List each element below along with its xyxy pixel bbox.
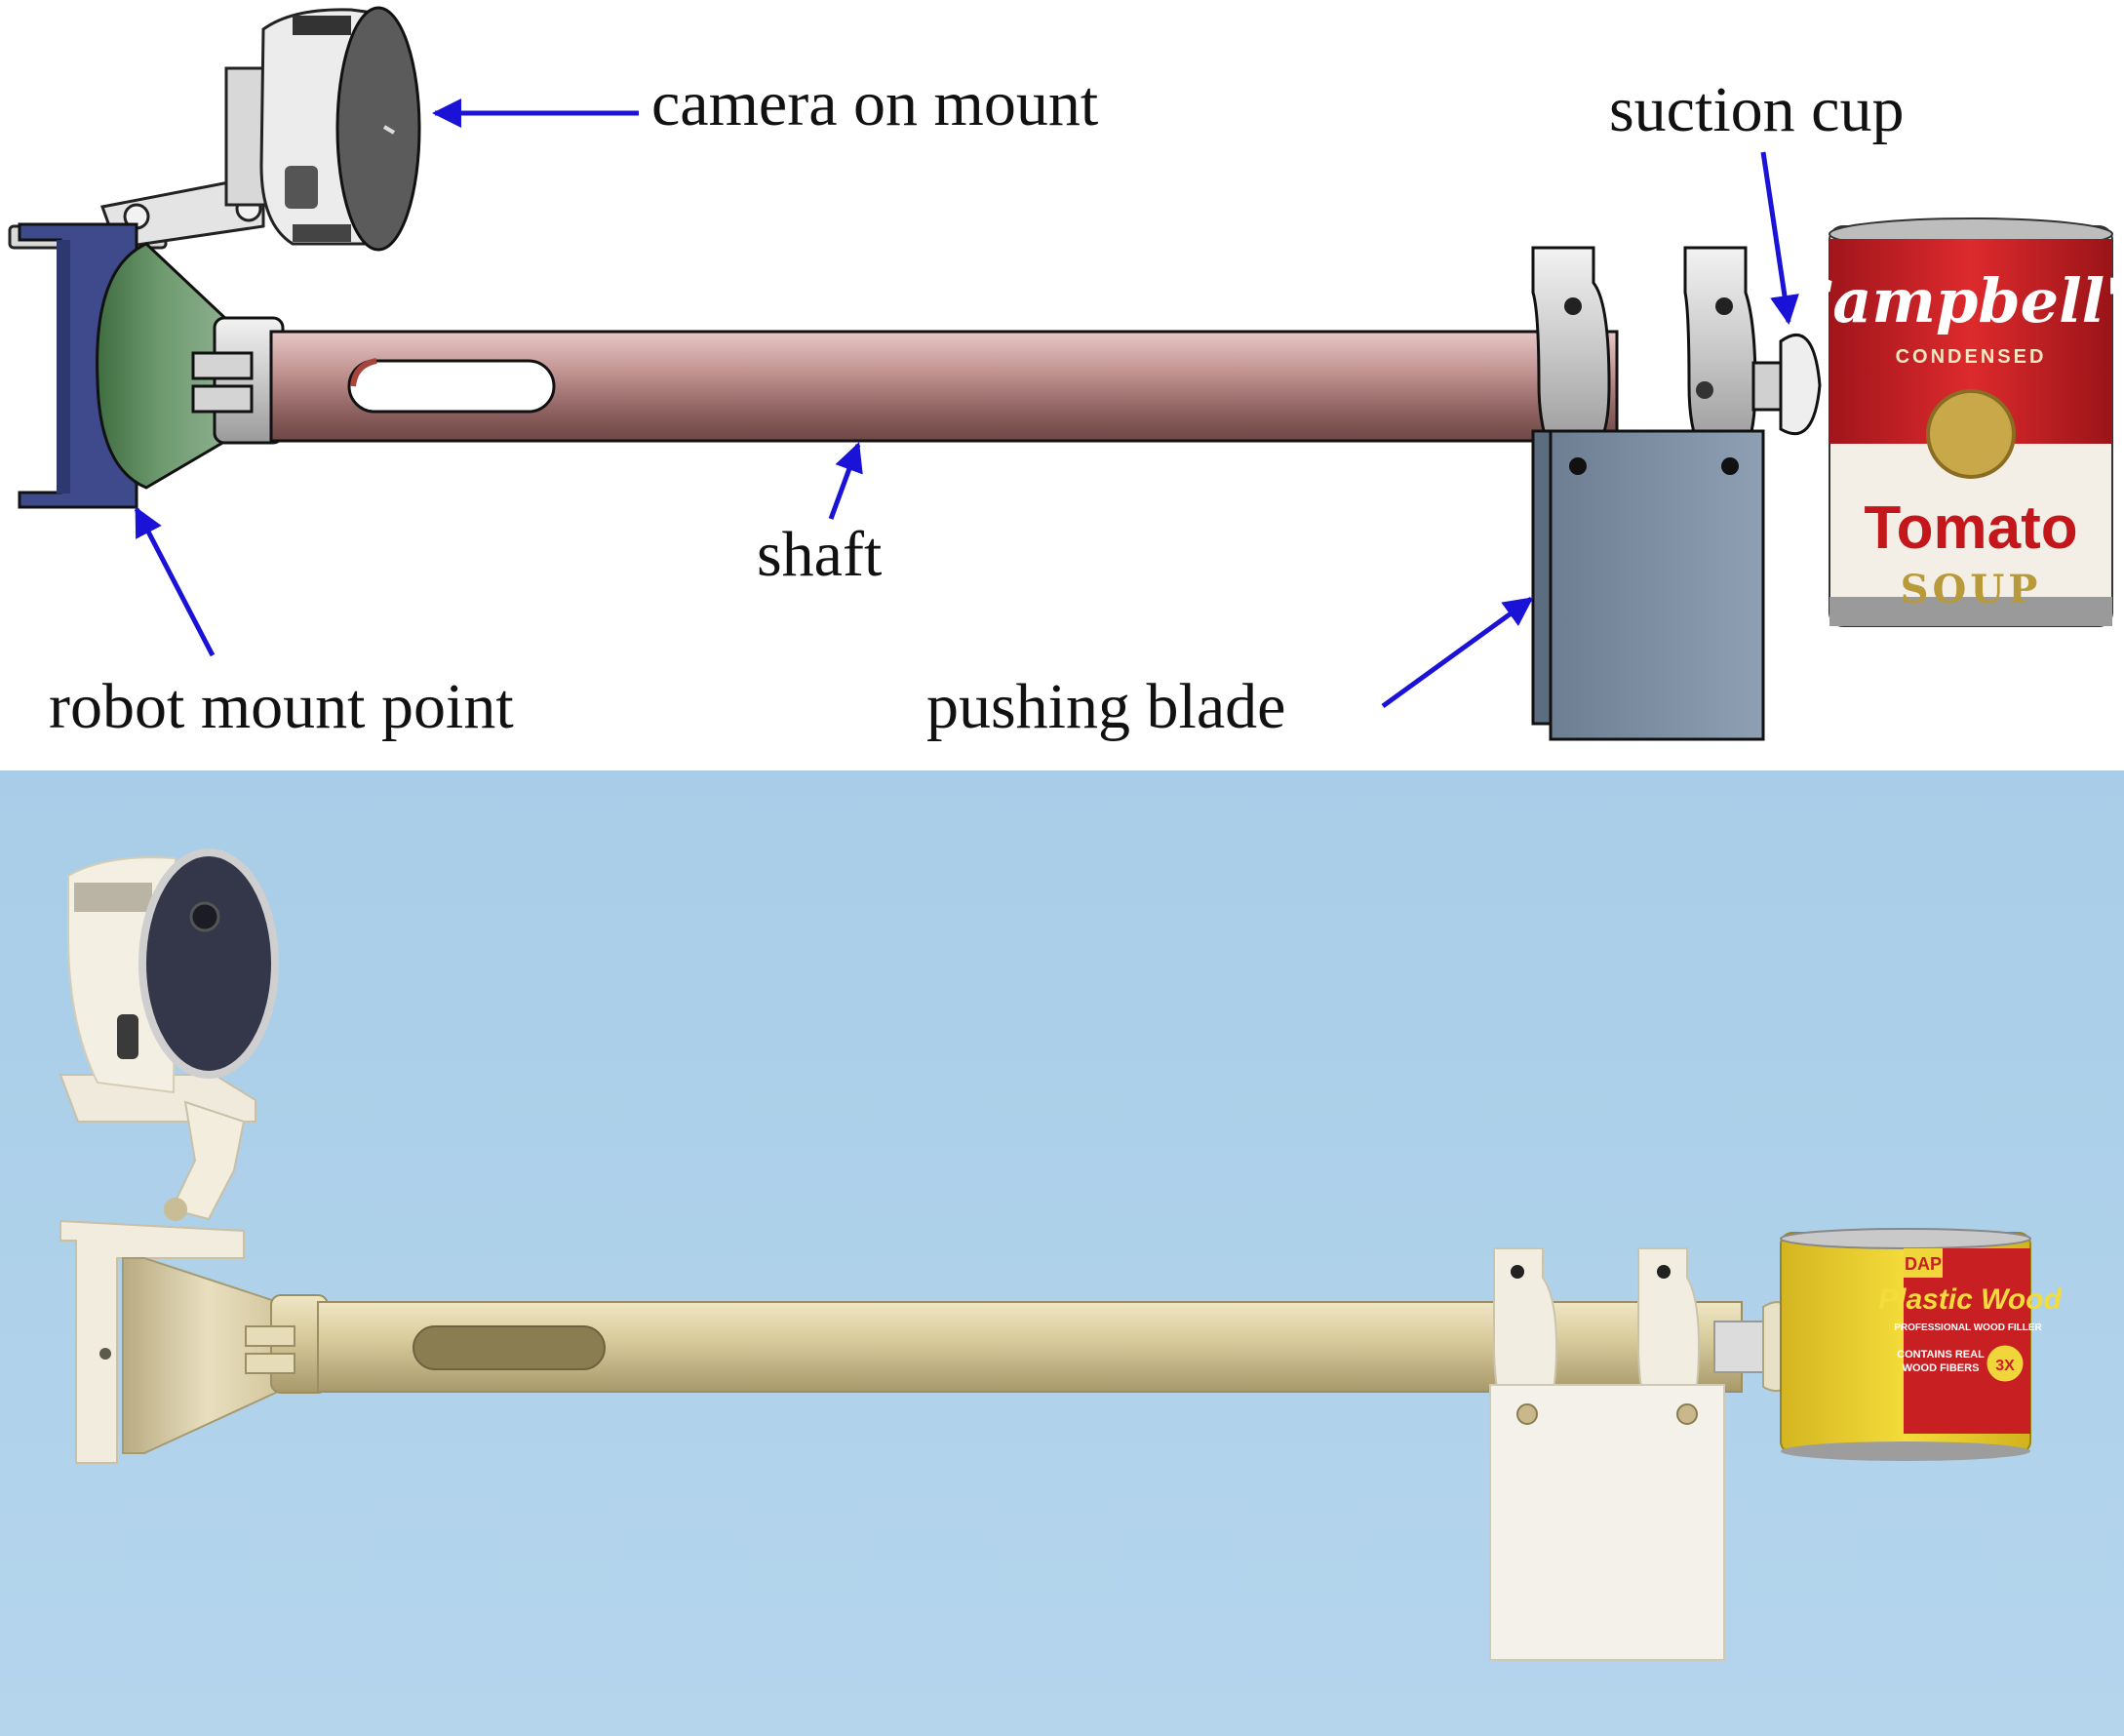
dap-line2: CONTAINS REAL <box>1897 1349 1985 1361</box>
cad-shaft <box>269 330 1619 443</box>
photo-pushing-blade <box>1489 1384 1725 1661</box>
photo-panel: DAP Plastic Wood PROFESSIONAL WOOD FILLE… <box>0 770 2124 1736</box>
photo-dap-can: DAP Plastic Wood PROFESSIONAL WOOD FILLE… <box>1780 1228 2063 1461</box>
cad-camera <box>8 6 421 252</box>
label-suction-cup: suction cup <box>1609 74 1904 145</box>
label-pushing-blade: pushing blade <box>926 671 1285 742</box>
callout-arrows <box>134 99 1799 709</box>
can-tomato: Tomato <box>1864 494 2077 562</box>
cad-pushing-blade <box>1531 429 1765 741</box>
cad-suction-cup <box>1751 334 1822 436</box>
dap-brand: Plastic Wood <box>1878 1283 2062 1316</box>
dap-line3: WOOD FIBERS <box>1903 1362 1980 1374</box>
label-robot-mount-point: robot mount point <box>49 671 514 742</box>
arrow-pushing-blade <box>1381 596 1534 709</box>
can-medallion <box>1926 389 2016 479</box>
cad-soup-can: Campbell's CONDENSED Tomato SOUP <box>1785 217 2124 627</box>
photo-robot-mount <box>59 1219 245 1464</box>
cad-clamps <box>1531 246 1757 453</box>
photo-camera <box>59 848 279 1221</box>
can-condensed: CONDENSED <box>1896 346 2047 368</box>
photo-clamps <box>1493 1247 1701 1425</box>
can-brand: Campbell's <box>1785 265 2124 336</box>
label-shaft: shaft <box>757 519 882 590</box>
cad-panel: Campbell's CONDENSED Tomato SOUP camera … <box>0 0 2124 770</box>
dap-seal <box>1984 1342 2026 1385</box>
dap-seal-text: 3X <box>1995 1358 2015 1374</box>
arrow-shaft <box>828 442 863 520</box>
dap-badge: DAP <box>1905 1254 1942 1274</box>
can-soup: SOUP <box>1901 567 2042 612</box>
arrow-robot-mount <box>134 506 216 657</box>
dap-line1: PROFESSIONAL WOOD FILLER <box>1894 1322 2042 1333</box>
photo-collar <box>245 1294 329 1394</box>
label-camera-on-mount: camera on mount <box>651 68 1098 139</box>
arrow-suction-cup <box>1760 151 1799 325</box>
